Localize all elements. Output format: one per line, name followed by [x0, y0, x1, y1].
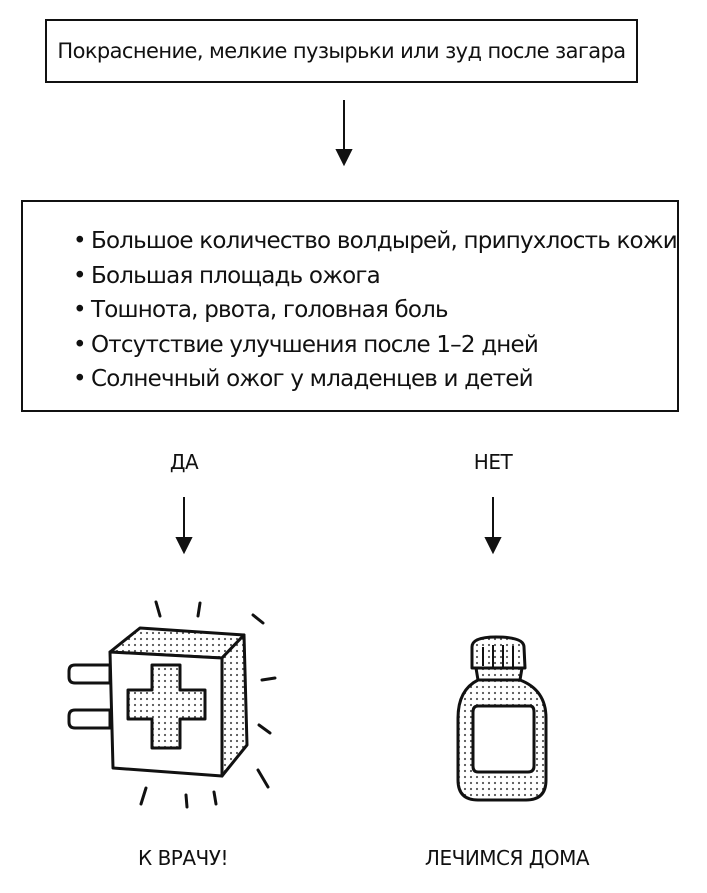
symptom-item: Большое количество волдырей, припухлость…	[75, 224, 678, 259]
condition-box: Покраснение, мелкие пузырьки или зуд пос…	[45, 19, 638, 83]
no-label: НЕТ	[473, 450, 513, 474]
symptom-item: Тошнота, рвота, головная боль	[75, 293, 677, 328]
first-aid-kit-icon	[67, 600, 277, 809]
medicine-bottle-icon	[456, 635, 548, 802]
arrow-down-main	[335, 100, 353, 167]
symptom-item: Большая площадь ожога	[75, 259, 677, 294]
arrow-down-yes	[175, 497, 193, 555]
symptoms-box: Большое количество волдырей, припухлость…	[21, 200, 679, 412]
condition-text: Покраснение, мелкие пузырьки или зуд пос…	[57, 39, 626, 63]
symptom-item: Солнечный ожог у младенцев и детей	[75, 362, 677, 397]
symptoms-list: Большое количество волдырей, припухлость…	[75, 224, 678, 397]
see-doctor-label: К ВРАЧУ!	[138, 846, 228, 870]
symptom-item: Отсутствие улучшения после 1–2 дней	[75, 328, 677, 363]
treat-at-home-label: ЛЕЧИМСЯ ДОМА	[424, 846, 590, 870]
arrow-down-no	[484, 497, 502, 555]
yes-label: ДА	[169, 450, 199, 474]
